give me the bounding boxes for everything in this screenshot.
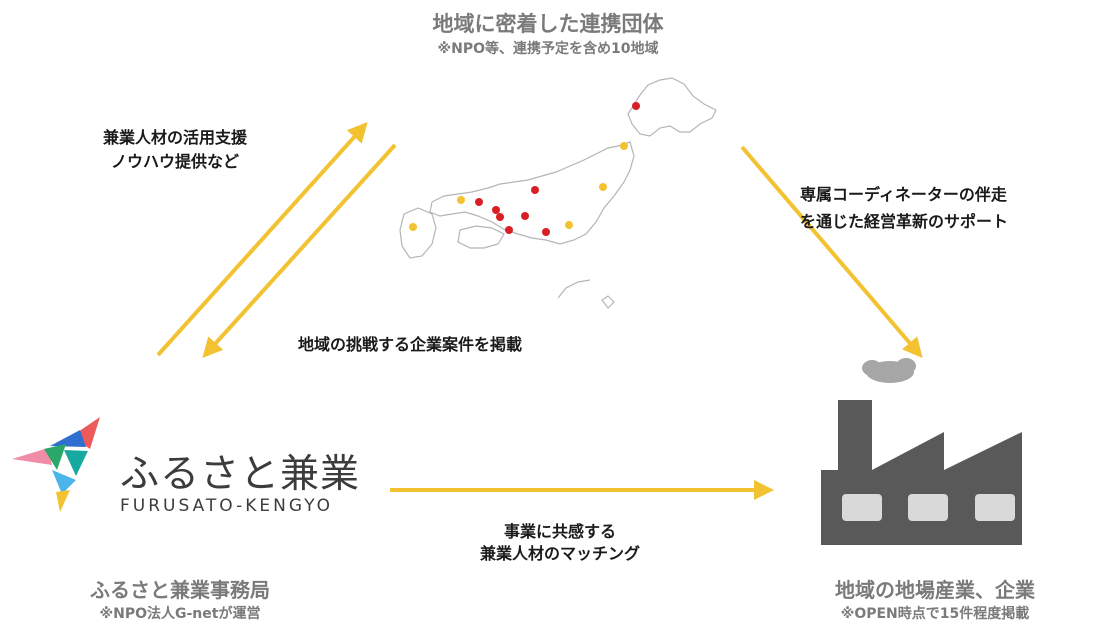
logo-petal-lightblue: [52, 470, 76, 494]
factory-window: [842, 494, 882, 521]
region-dot-red: [496, 213, 504, 221]
logo-petal-blue: [50, 430, 86, 447]
region-dot-red: [632, 102, 640, 110]
region-dot-red: [492, 206, 500, 214]
region-dot-red: [542, 228, 550, 236]
arrow-to-office: [202, 143, 397, 358]
office-title: ふるさと兼業事務局: [90, 578, 270, 602]
shikoku-shape: [457, 225, 505, 249]
logo-petal-green: [44, 444, 66, 470]
islands-shape: [601, 295, 615, 309]
logo-wordmark: ふるさと兼業: [120, 452, 361, 497]
arrow-to-companies: [740, 145, 923, 359]
factory-icon: [821, 358, 1022, 545]
factory-body: [821, 400, 1022, 545]
region-dot-red: [521, 212, 529, 220]
region-dot-yellow: [457, 196, 465, 204]
factory-window: [975, 494, 1015, 521]
kyushu-shape: [399, 207, 437, 259]
logo-petal-yellow: [56, 490, 70, 512]
logo-romaji: FURUSATO-KENGYO: [120, 496, 334, 516]
region-dot-yellow: [409, 223, 417, 231]
support-label: 兼業人材の活用支援 ノウハウ提供など: [70, 126, 280, 174]
region-dot-yellow: [620, 142, 628, 150]
matching-label: 事業に共感する 兼業人材のマッチング: [440, 521, 680, 565]
matching-label-line: 兼業人材のマッチング: [479, 544, 640, 563]
support-label-line: 兼業人材の活用支援: [102, 128, 247, 147]
factory-window: [908, 494, 948, 521]
coordinator-label: 専属コーディネーターの伴走 を通じた経営革新のサポート: [800, 181, 1097, 235]
logo-petal-teal: [64, 450, 88, 476]
listing-label: 地域の挑戦する企業案件を掲載: [297, 335, 522, 354]
region-dot-red: [475, 198, 483, 206]
region-dot-red: [531, 186, 539, 194]
companies-subtitle: ※OPEN時点で15件程度掲載: [840, 606, 1030, 622]
partners-title: 地域に密着した連携団体: [432, 12, 664, 36]
honshu-shape: [429, 141, 635, 245]
region-dot-red: [505, 226, 513, 234]
okinawa-line: [557, 279, 591, 299]
smoke-cloud-puff: [862, 360, 882, 376]
matching-label-line: 事業に共感する: [503, 522, 616, 541]
coordinator-label-line: を通じた経営革新のサポート: [800, 212, 1009, 231]
hokkaido-shape: [627, 77, 717, 137]
office-subtitle: ※NPO法人G-netが運営: [99, 606, 261, 622]
region-dots: [409, 102, 640, 236]
logo-mark: [12, 417, 100, 512]
japan-map: [399, 77, 717, 309]
support-label-line: ノウハウ提供など: [110, 152, 239, 171]
smoke-cloud-puff: [896, 358, 916, 374]
coordinator-label-line: 専属コーディネーターの伴走: [800, 185, 1007, 204]
companies-title: 地域の地場産業、企業: [835, 578, 1035, 602]
arrow-to-partners: [156, 122, 368, 357]
region-dot-yellow: [599, 183, 607, 191]
logo-petal-pink: [12, 448, 52, 465]
region-dot-yellow: [565, 221, 573, 229]
partners-subtitle: ※NPO等、連携予定を含め10地域: [437, 41, 659, 57]
